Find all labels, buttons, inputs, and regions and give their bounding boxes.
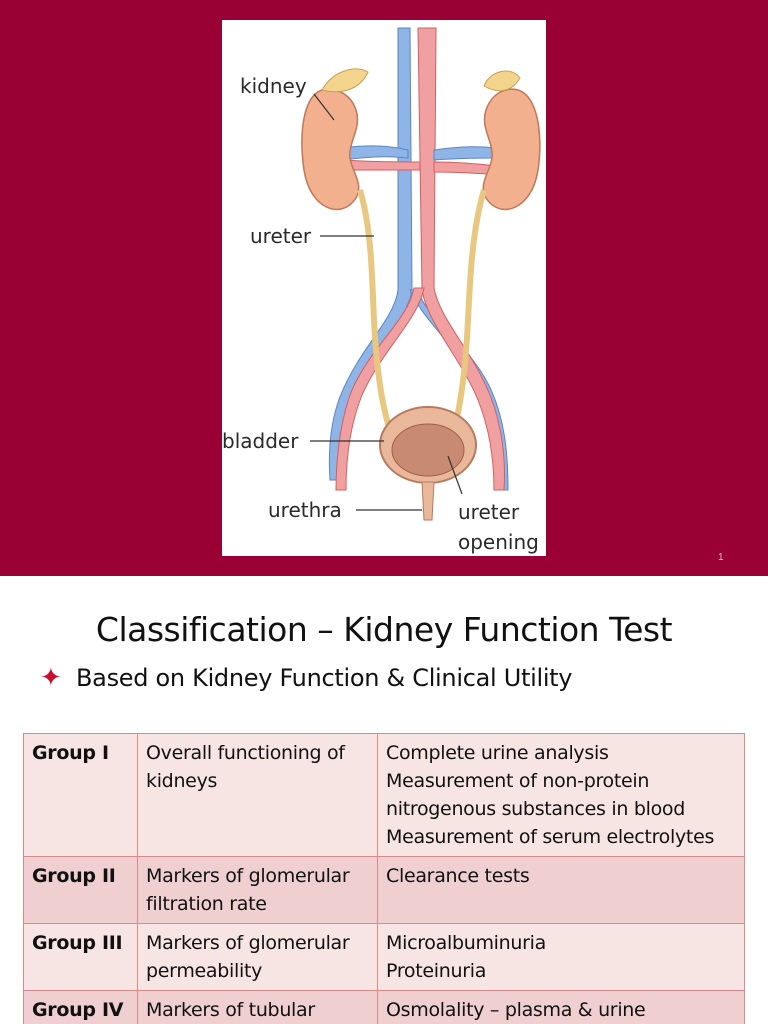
left-ureter (357, 189, 393, 431)
right-ureter (451, 189, 487, 431)
left-renal-vein (341, 145, 409, 161)
aorta (417, 27, 505, 491)
ureter-opening-label-line1: ureter (458, 500, 520, 524)
description-cell: Overall functioning of kidneys (137, 733, 378, 857)
description-cell: Markers of tubular dysfunction (137, 990, 378, 1024)
bullet-point: ✦ Based on Kidney Function & Clinical Ut… (40, 663, 573, 693)
tests-cell: Clearance tests (377, 856, 745, 924)
right-adrenal (483, 70, 521, 92)
star-bullet-icon: ✦ (40, 663, 62, 693)
urinary-system-illustration: kidney ureter bladder urethra ureter ope… (222, 20, 546, 556)
ureter-opening-label-line2: opening (458, 530, 539, 554)
urinary-system-drawing (301, 27, 541, 521)
ureter-label: ureter (250, 224, 312, 248)
right-kidney (482, 88, 541, 211)
bladder-label: bladder (222, 429, 299, 453)
test-item: Measurement of serum electrolytes (386, 826, 715, 848)
test-item: Microalbuminuria (386, 932, 546, 954)
left-iliac-artery (335, 287, 425, 491)
test-item: Proteinuria (386, 960, 487, 982)
group-cell: Group II (23, 856, 138, 924)
kidney-label: kidney (240, 74, 307, 98)
tests-cell: Osmolality – plasma & urineConcentration… (377, 990, 745, 1024)
test-item: Osmolality – plasma & urine (386, 999, 646, 1021)
right-renal-vein (433, 146, 499, 161)
group-cell: Group IV (23, 990, 138, 1024)
ureter-opening-pointer (447, 455, 463, 495)
bladder-interior (391, 423, 465, 477)
description-cell: Markers of glomerular filtration rate (137, 856, 378, 924)
test-item: Complete urine analysis (386, 742, 609, 764)
left-renal-artery (343, 159, 421, 171)
urethra (421, 481, 435, 521)
bullet-text: Based on Kidney Function & Clinical Util… (76, 664, 573, 692)
slide-number: 1 (718, 552, 724, 563)
test-item: Measurement of non-protein nitrogenous s… (386, 770, 686, 820)
test-item: Clearance tests (386, 865, 530, 887)
slide-2: Classification – Kidney Function Test ✦ … (0, 576, 768, 1024)
left-kidney (301, 88, 360, 211)
slide-1: kidney ureter bladder urethra ureter ope… (0, 0, 768, 576)
kidney-pointer (313, 93, 335, 121)
left-adrenal (321, 68, 369, 93)
slide-title: Classification – Kidney Function Test (95, 610, 673, 649)
urethra-label: urethra (268, 498, 342, 522)
group-cell: Group III (23, 923, 138, 991)
group-cell: Group I (23, 733, 138, 857)
description-cell: Markers of glomerular permeability (137, 923, 378, 991)
